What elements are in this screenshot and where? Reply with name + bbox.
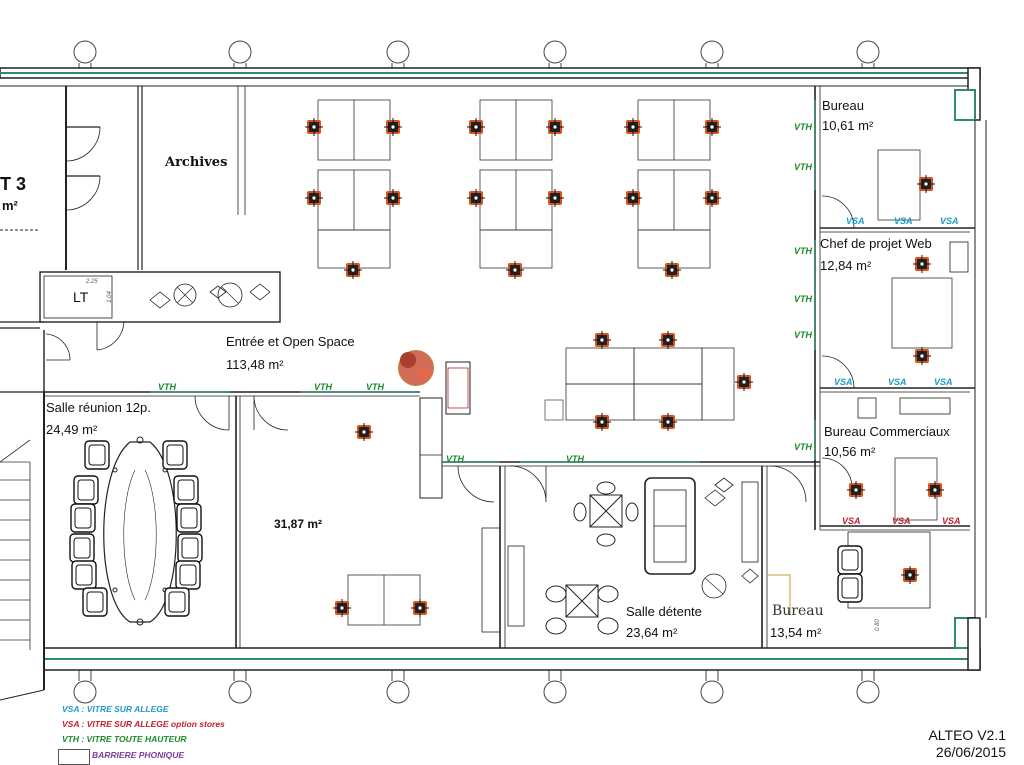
vth-tag: VTH [794,330,812,340]
lt-room [39,271,281,392]
vth-tag: VTH [366,382,384,392]
center-office-walls [419,397,820,648]
chef-projet-area: 12,84 m² [820,258,872,273]
lt-label: LT [73,289,89,305]
partial-room-code: T 3 [0,174,27,194]
vsa-stores-tag: VSA [942,516,961,526]
vsa-tag: VSA [934,377,953,387]
vsa-tag: VSA [894,216,913,226]
bureau-1-area: 10,61 m² [822,118,874,133]
legend-vth: VTH : VITRE TOUTE HAUTEUR [62,734,187,744]
lt-width-dim: 2.25 [86,279,98,285]
meeting-chairs [69,440,203,617]
commercial-office-area: 10,56 m² [824,444,876,459]
vth-tag: VTH [314,382,332,392]
commercial-side-chairs [837,545,863,603]
legend-phonic-swatch [58,749,90,765]
door-dim: 0.80 [874,619,881,631]
bureau-2-area: 13,54 m² [770,625,822,640]
vsa-tag: VSA [834,377,853,387]
vth-tag: VTH [566,454,584,464]
vsa-stores-tag: VSA [842,516,861,526]
commercial-office-name: Bureau Commerciaux [824,424,950,439]
vth-tag: VTH [794,294,812,304]
vsa-tag: VSA [888,377,907,387]
glass-partitions [150,100,816,463]
entrance-desk [445,361,471,415]
legend-vsa: VSA : VITRE SUR ALLEGE [62,704,169,714]
vth-tag: VTH [794,122,812,132]
vsa-tag: VSA [846,216,865,226]
legend-vsa-stores: VSA : VITRE SUR ALLEGE option stores [62,719,225,729]
chef-projet-name: Chef de projet Web [820,236,932,251]
vth-tag: VTH [794,442,812,452]
detente-room-name: Salle détente [626,604,702,619]
open-space-name: Entrée et Open Space [226,334,355,349]
legend-phonic: BARRIERE PHONIQUE [92,750,185,760]
lt-height-dim: 1.04 [106,291,113,303]
outer-walls [0,67,987,701]
archives-walls [0,86,246,270]
version-name: ALTEO V2.1 [928,727,1006,743]
archives-label: Archives [165,155,228,170]
vsa-stores-tag: VSA [892,516,911,526]
meeting-room-name: Salle réunion 12p. [46,400,151,415]
vth-tag: VTH [158,382,176,392]
detente-room-area: 23,64 m² [626,625,678,640]
version-date: 26/06/2015 [935,744,1006,760]
right-office-walls [814,86,975,609]
bottom-columns [73,669,880,704]
meeting-room-area: 24,49 m² [46,422,98,437]
vsa-tag: VSA [940,216,959,226]
center-office-area: 31,87 m² [274,517,323,531]
vth-tag: VTH [446,454,464,464]
meeting-room-walls [44,391,420,648]
bureau-2-name: Bureau [772,603,824,619]
bureau-1-name: Bureau [822,98,864,113]
lounge-furniture [545,477,759,635]
staircase [0,439,31,650]
open-space-area: 113,48 m² [226,357,284,372]
plant [398,350,434,386]
vth-tag: VTH [794,246,812,256]
partial-room-area: m² [2,198,18,213]
meeting-table [103,436,177,626]
vth-tag: VTH [794,162,812,172]
